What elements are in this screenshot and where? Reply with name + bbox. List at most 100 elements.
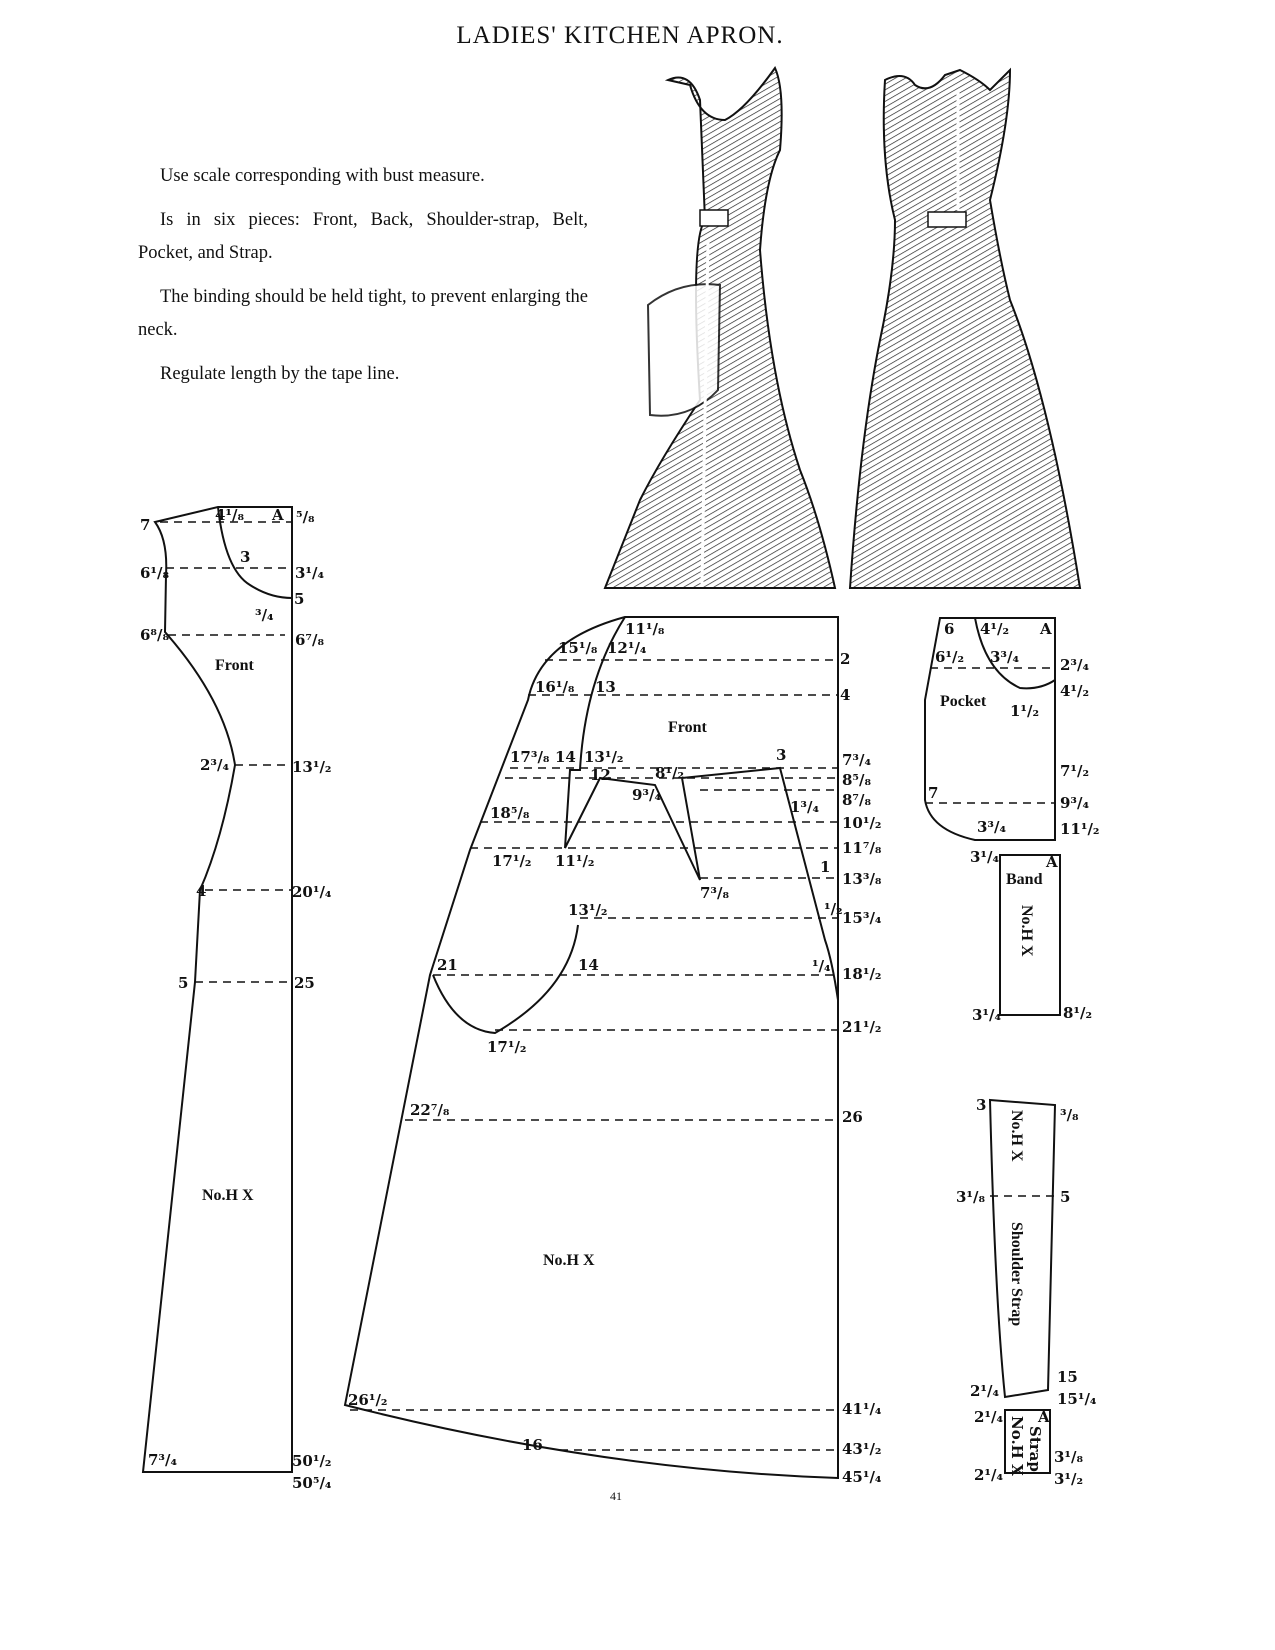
measure-label: 15 — [1057, 1368, 1078, 1386]
measure-label: 17¹/₂ — [487, 1038, 527, 1056]
measure-label: 17¹/₂ — [492, 852, 532, 870]
measure-label: 13³/₈ — [842, 870, 882, 888]
piece-name: Pocket — [940, 693, 987, 710]
measure-label: 13¹/₂ — [584, 748, 624, 766]
measure-label: 20¹/₄ — [292, 883, 332, 901]
measure-label: ¹/₄ — [812, 957, 831, 975]
measure-label: 3¹/₄ — [972, 1006, 1001, 1024]
measure-label: 2¹/₄ — [974, 1466, 1003, 1484]
measure-label: 7³/₄ — [842, 751, 871, 769]
measure-label: A — [271, 506, 284, 524]
measure-label: 7³/₄ — [148, 1451, 177, 1469]
instructions: Use scale corresponding with bust measur… — [138, 160, 588, 402]
measure-label: 5 — [178, 974, 188, 992]
measure-label: 21 — [437, 956, 458, 974]
measure-label: 9³/₄ — [632, 786, 661, 804]
piece-name: Shoulder Strap — [1008, 1222, 1025, 1326]
pattern-piece-pocket: Pocket 6 4¹/₂ A 6¹/₂ 3³/₄ 2³/₄ 1¹/₂ 4¹/₂… — [924, 617, 1100, 841]
apron-back-illustration — [848, 67, 1082, 589]
pattern-piece-bodice-front: Front No.H X 7 4¹/₈ A ⁵/₈ 3 6¹/₈ 3¹/₄ 5 … — [140, 506, 332, 1492]
page-title: LADIES' KITCHEN APRON. — [456, 22, 784, 49]
measure-label: 3¹/₂ — [1054, 1470, 1083, 1488]
measure-label: 22⁷/₈ — [410, 1101, 450, 1119]
piece-name: Band — [1006, 871, 1043, 888]
measure-label: 9³/₄ — [1060, 794, 1089, 812]
measure-label: 4¹/₂ — [1060, 682, 1089, 700]
measure-label: 3³/₄ — [990, 648, 1019, 666]
measure-label: 14 — [578, 956, 599, 974]
measure-label: 15¹/₄ — [1057, 1390, 1097, 1408]
measure-label: 17³/₈ — [510, 748, 550, 766]
measure-label: 3¹/₄ — [970, 848, 999, 866]
measure-label: 7 — [928, 784, 938, 802]
piece-mark: No.H X — [202, 1187, 254, 1204]
measure-label: 8¹/₂ — [1063, 1004, 1092, 1022]
measure-label: 6¹/₂ — [935, 648, 964, 666]
measure-label: ¹/₂ — [824, 900, 843, 918]
measure-label: 16 — [522, 1436, 543, 1454]
measure-label: 10¹/₂ — [842, 814, 882, 832]
measure-label: 3¹/₈ — [956, 1188, 985, 1206]
measure-label: 3 — [776, 746, 786, 764]
instruction-length: Regulate length by the tape line. — [160, 364, 400, 384]
measure-label: 4¹/₂ — [980, 620, 1009, 638]
measure-label: 6⁸/₈ — [140, 626, 169, 644]
measure-label: 50⁵/₄ — [292, 1474, 332, 1492]
measure-label: 4¹/₈ — [215, 506, 244, 524]
measure-label: 15¹/₈ — [558, 639, 598, 657]
measure-label: 3¹/₄ — [295, 564, 324, 582]
measure-label: 5 — [294, 590, 304, 608]
piece-name: Strap — [1026, 1426, 1044, 1472]
measure-label: 21¹/₂ — [842, 1018, 882, 1036]
measure-label: 3³/₄ — [977, 818, 1006, 836]
measure-label: ⁵/₈ — [296, 508, 315, 526]
measure-label: 18⁵/₈ — [490, 804, 530, 822]
measure-label: 14 — [555, 748, 576, 766]
measure-label: 7¹/₂ — [1060, 762, 1089, 780]
measure-label: ³/₄ — [255, 606, 274, 624]
measure-label: 11¹/₈ — [625, 620, 665, 638]
measure-label: 26 — [842, 1108, 863, 1126]
piece-mark: No.H X — [543, 1252, 595, 1269]
pattern-piece-strap: No.H X Strap 2¹/₄ A 2¹/₄ 3¹/₈ 3¹/₂ — [974, 1408, 1083, 1488]
piece-mark: No.H X — [1008, 1416, 1026, 1476]
measure-label: 12 — [590, 766, 611, 784]
measure-label: 7³/₈ — [700, 884, 729, 902]
instruction-binding: The binding should be held tight, to pre… — [138, 287, 588, 340]
instruction-scale: Use scale corresponding with bust measur… — [160, 166, 485, 186]
measure-label: 1¹/₂ — [1010, 702, 1039, 720]
measure-label: 11¹/₂ — [555, 852, 595, 870]
measure-label: 2 — [840, 650, 850, 668]
measure-label: 12¹/₄ — [607, 639, 647, 657]
measure-label: A — [1039, 620, 1052, 638]
piece-mark: No.H X — [1008, 1110, 1025, 1162]
measure-label: 26¹/₂ — [348, 1391, 388, 1409]
measure-label: 6⁷/₈ — [295, 631, 324, 649]
measure-label: 45¹/₄ — [842, 1468, 882, 1486]
pattern-piece-band: Band No.H X 3¹/₄ A 3¹/₄ 8¹/₂ — [970, 848, 1092, 1024]
measure-label: 6 — [944, 620, 954, 638]
measure-label: 2¹/₄ — [970, 1382, 999, 1400]
measure-label: 16¹/₈ — [535, 678, 575, 696]
measure-label: 11⁷/₈ — [842, 839, 882, 857]
measure-label: 2³/₄ — [200, 756, 229, 774]
measure-label: 6¹/₈ — [140, 564, 169, 582]
measure-label: 25 — [294, 974, 315, 992]
measure-label: 43¹/₂ — [842, 1440, 882, 1458]
measure-label: 11¹/₂ — [1060, 820, 1100, 838]
measure-label: 41¹/₄ — [842, 1400, 882, 1418]
measure-label: 8¹/₂ — [655, 764, 684, 782]
measure-label: 3 — [976, 1096, 986, 1114]
measure-label: 1³/₄ — [790, 798, 819, 816]
piece-name: Front — [668, 719, 707, 736]
measure-label: 8⁷/₈ — [842, 791, 871, 809]
measure-label: ³/₈ — [1060, 1106, 1079, 1124]
instruction-pieces: Is in six pieces: Front, Back, Shoulder-… — [138, 210, 588, 263]
measure-label: 50¹/₂ — [292, 1452, 332, 1470]
measure-label: A — [1037, 1408, 1050, 1426]
apron-front-illustration — [603, 66, 837, 589]
measure-label: 13¹/₂ — [292, 758, 332, 776]
pattern-piece-skirt-front: Front No.H X 11¹/₈ 15¹/₈ 12¹/₄ 2 16¹/₈ 1… — [343, 616, 882, 1486]
measure-label: 1 — [820, 858, 830, 876]
